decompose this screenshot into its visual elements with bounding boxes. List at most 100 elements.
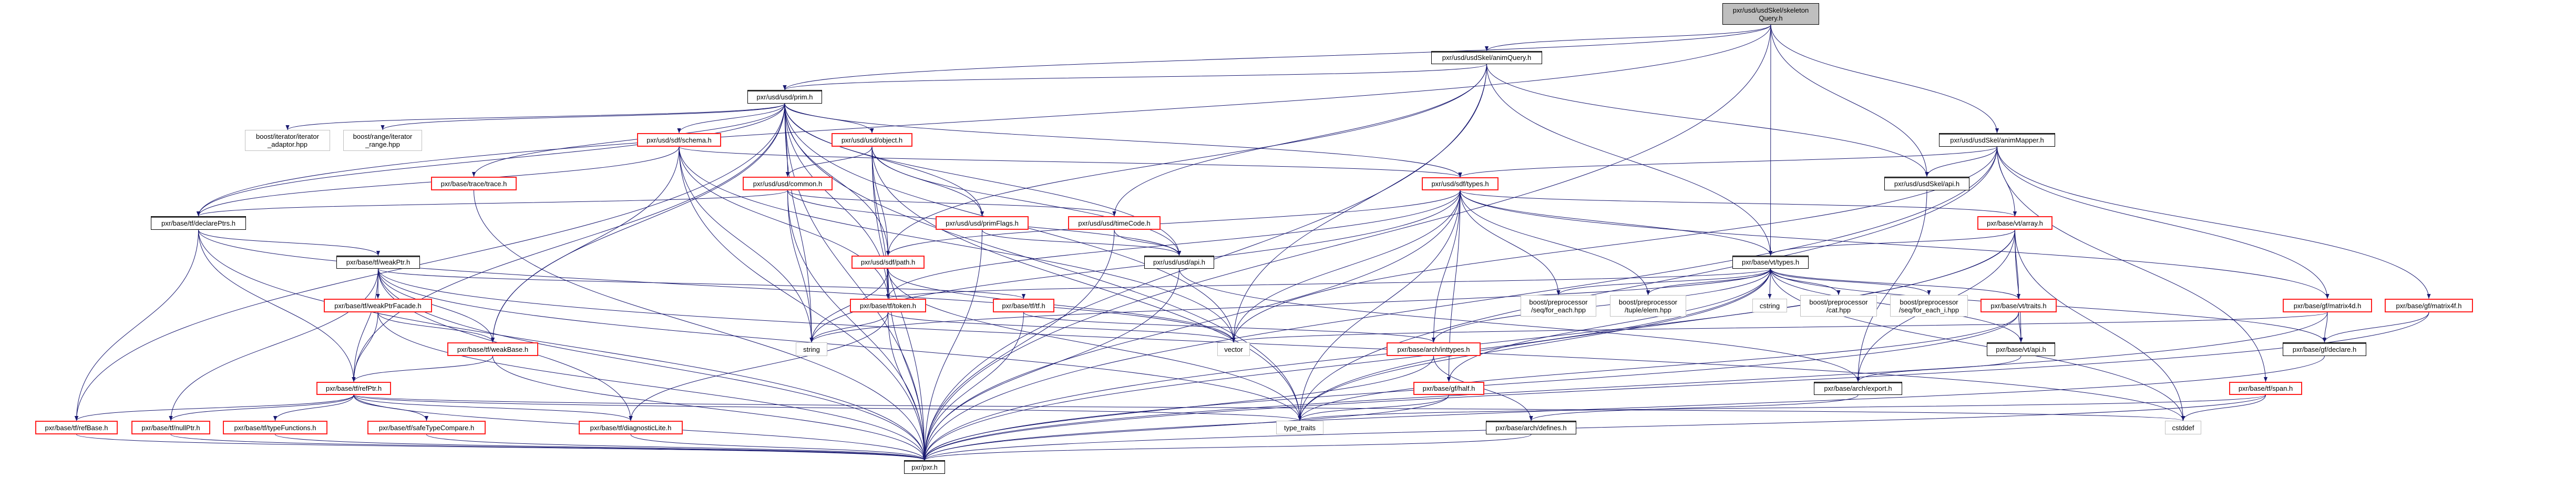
edge-weakPtr-to-cstddef [378, 268, 2185, 421]
node-pxr-base-tf-declareptrs-h[interactable]: pxr/base/tf/declarePtrs.h [151, 216, 246, 230]
node-pxr-base-arch-inttypes-h[interactable]: pxr/base/arch/inttypes.h [1387, 342, 1481, 356]
edge-refPtr-to-cstddef [353, 394, 2185, 421]
edge-token-to-string [809, 312, 888, 343]
edge-vtTypes-to-traits [1770, 268, 2020, 299]
node-pxr-usd-sdf-types-h[interactable]: pxr/usd/sdf/types.h [1422, 177, 1499, 190]
edge-prim-to-pxr [784, 103, 927, 461]
node-pxr-base-tf-tf-h[interactable]: pxr/base/tf/tf.h [993, 299, 1054, 312]
node-pxr-pxr-h[interactable]: pxr/pxr.h [904, 460, 945, 474]
node-pxr-base-tf-refbase-h[interactable]: pxr/base/tf/refBase.h [35, 421, 118, 434]
edge-animMapper-to-matrix4d [1997, 146, 2329, 299]
node-pxr-base-tf-weakptr-h[interactable]: pxr/base/tf/weakPtr.h [336, 256, 420, 269]
edge-root-to-animMapper [1770, 24, 1999, 134]
edge-refPtr-to-typeFunctions [273, 394, 354, 421]
edge-root-to-declarePtrs [197, 24, 1771, 217]
edge-animMapper-to-sdfTypes [1458, 146, 1997, 178]
node-pxr-usd-usd-api-h[interactable]: pxr/usd/usd/api.h [1144, 256, 1214, 269]
node-vector[interactable]: vector [1217, 342, 1250, 356]
node-pxr-base-gf-matrix4d-h[interactable]: pxr/base/gf/matrix4d.h [2283, 299, 2372, 312]
edge-vtTypes-to-token [886, 268, 1771, 299]
node-boost-range-iterator-range-hpp[interactable]: boost/range/iterator _range.hpp [343, 130, 422, 151]
edge-sdfTypes-to-matrix4d [1460, 190, 2329, 299]
node-pxr-base-vt-types-h[interactable]: pxr/base/vt/types.h [1732, 256, 1809, 269]
edge-vtTypes-to-tupleElem [1646, 268, 1771, 296]
edge-sdfTypes-to-forEach [1460, 190, 1561, 296]
node-pxr-base-arch-defines-h[interactable]: pxr/base/arch/defines.h [1486, 421, 1576, 434]
edge-path-to-vector [888, 268, 1236, 343]
edge-animQuery-to-timeCode [1112, 64, 1487, 217]
edge-vtTypes-to-string [809, 268, 1771, 343]
edge-array-to-vtApi [2015, 229, 2023, 343]
node-pxr-usd-usd-primflags-h[interactable]: pxr/usd/usd/primFlags.h [936, 216, 1029, 230]
node-type-traits[interactable]: type_traits [1276, 421, 1323, 434]
edge-schema-to-pxr [679, 146, 927, 461]
node-pxr-base-tf-typefunctions-h[interactable]: pxr/base/tf/typeFunctions.h [223, 421, 327, 434]
edge-object-to-primFlags [871, 146, 984, 217]
edge-token-to-vector [888, 312, 1236, 343]
node-pxr-base-gf-half-h[interactable]: pxr/base/gf/half.h [1413, 382, 1484, 395]
node-boost-preprocessor-tuple-elem-hpp[interactable]: boost/preprocessor /tuple/elem.hpp [1610, 295, 1686, 317]
node-pxr-base-vt-api-h[interactable]: pxr/base/vt/api.h [1987, 342, 2055, 356]
edge-animMapper-to-pxr [922, 146, 1997, 461]
edge-skelApi-to-export [1856, 190, 1927, 382]
node-pxr-base-tf-token-h[interactable]: pxr/base/tf/token.h [850, 299, 926, 312]
node-pxr-usd-usd-object-h[interactable]: pxr/usd/usd/object.h [832, 133, 912, 147]
node-pxr-base-tf-span-h[interactable]: pxr/base/tf/span.h [2229, 382, 2302, 395]
node-boost-iterator-iterator-adaptor-hpp[interactable]: boost/iterator/iterator _adaptor.hpp [245, 130, 330, 151]
node-pxr-base-gf-matrix4f-h[interactable]: pxr/base/gf/matrix4f.h [2385, 299, 2473, 312]
node-pxr-usd-usd-prim-h[interactable]: pxr/usd/usd/prim.h [747, 90, 822, 104]
node-boost-preprocessor-seq-for-each-hpp[interactable]: boost/preprocessor /seq/for_each.hpp [1521, 295, 1596, 317]
edge-object-to-typeTraits [871, 146, 1302, 421]
node-pxr-base-tf-diagnosticlite-h[interactable]: pxr/base/tf/diagnosticLite.h [579, 421, 683, 434]
edge-schema-to-sdfTypes [679, 146, 1462, 178]
node-pxr-base-tf-weakbase-h[interactable]: pxr/base/tf/weakBase.h [447, 342, 538, 356]
edge-common-to-string [787, 190, 814, 343]
edge-traits-to-vtApi [2018, 312, 2023, 343]
edge-declarePtrs-to-refPtr [198, 229, 356, 382]
edge-animQuery-to-skelApi [1486, 64, 1929, 177]
node-pxr-base-tf-safetypecompare-h[interactable]: pxr/base/tf/safeTypeCompare.h [367, 421, 486, 434]
node-pxr-base-tf-weakptrfacade-h[interactable]: pxr/base/tf/weakPtrFacade.h [324, 299, 432, 312]
node-pxr-usd-usdskel-api-h[interactable]: pxr/usd/usdSkel/api.h [1884, 177, 1969, 190]
edge-animQuery-to-path [886, 64, 1487, 256]
node-pxr-base-arch-export-h[interactable]: pxr/base/arch/export.h [1814, 382, 1902, 395]
node-pxr-usd-sdf-schema-h[interactable]: pxr/usd/sdf/schema.h [637, 133, 721, 147]
node-string[interactable]: string [796, 342, 827, 356]
edge-declare-to-pxr [922, 356, 2325, 461]
edge-sdfTypes-to-array [1460, 190, 2017, 217]
edge-vtTypes-to-cstddef [1770, 268, 2185, 421]
edge-object-to-common [785, 146, 873, 177]
edge-sdfTypes-to-vtTypes [1460, 190, 1773, 256]
edge-refPtr-to-typeTraits [353, 394, 1302, 421]
edge-sdfTypes-to-inttypes [1431, 190, 1461, 343]
edge-usdApi-to-pxr [922, 268, 1179, 461]
edge-matrix4f-to-declare [2322, 312, 2429, 343]
edge-root-to-pxr [922, 24, 1771, 461]
node-pxr-usd-usd-timecode-h[interactable]: pxr/usd/usd/timeCode.h [1068, 216, 1161, 230]
edge-vtTypes-to-forEachI [1770, 268, 1931, 296]
node-pxr-usd-usdskel-animmapper-h[interactable]: pxr/usd/usdSkel/animMapper.h [1939, 133, 2055, 147]
node-pxr-base-gf-declare-h[interactable]: pxr/base/gf/declare.h [2283, 342, 2366, 356]
node-pxr-usd-usdskel-skeleton-query-h[interactable]: pxr/usd/usdSkel/skeleton Query.h [1722, 3, 1819, 25]
node-cstddef[interactable]: cstddef [2165, 421, 2201, 434]
node-pxr-base-vt-traits-h[interactable]: pxr/base/vt/traits.h [1980, 299, 2057, 312]
node-pxr-base-tf-nullptr-h[interactable]: pxr/base/tf/nullPtr.h [131, 421, 210, 434]
edge-prim-to-iterAdaptor [285, 103, 785, 130]
node-boost-preprocessor-cat-hpp[interactable]: boost/preprocessor /cat.hpp [1800, 295, 1877, 317]
edge-vtTypes-to-forEach [1556, 268, 1771, 296]
edge-object-to-path [871, 146, 890, 256]
node-cstring[interactable]: cstring [1752, 299, 1787, 312]
edge-weakBase-to-pxr [492, 356, 927, 461]
edge-root-to-skelApi [1770, 24, 1929, 177]
node-pxr-base-vt-array-h[interactable]: pxr/base/vt/array.h [1977, 216, 2052, 230]
edge-refPtr-to-refBase [75, 394, 354, 421]
edge-safeTypeCompare-to-pxr [426, 434, 927, 461]
node-boost-preprocessor-seq-for-each-i-hpp[interactable]: boost/preprocessor /seq/for_each_i.hpp [1890, 295, 1968, 317]
edge-span-to-typeTraits [1298, 394, 2266, 421]
node-pxr-base-tf-refptr-h[interactable]: pxr/base/tf/refPtr.h [316, 382, 391, 395]
node-pxr-usd-usdskel-animquery-h[interactable]: pxr/usd/usdSkel/animQuery.h [1431, 51, 1542, 64]
node-pxr-usd-usd-common-h[interactable]: pxr/usd/usd/common.h [743, 177, 833, 190]
node-pxr-base-trace-trace-h[interactable]: pxr/base/trace/trace.h [431, 177, 517, 190]
node-pxr-usd-sdf-path-h[interactable]: pxr/usd/sdf/path.h [851, 256, 925, 269]
